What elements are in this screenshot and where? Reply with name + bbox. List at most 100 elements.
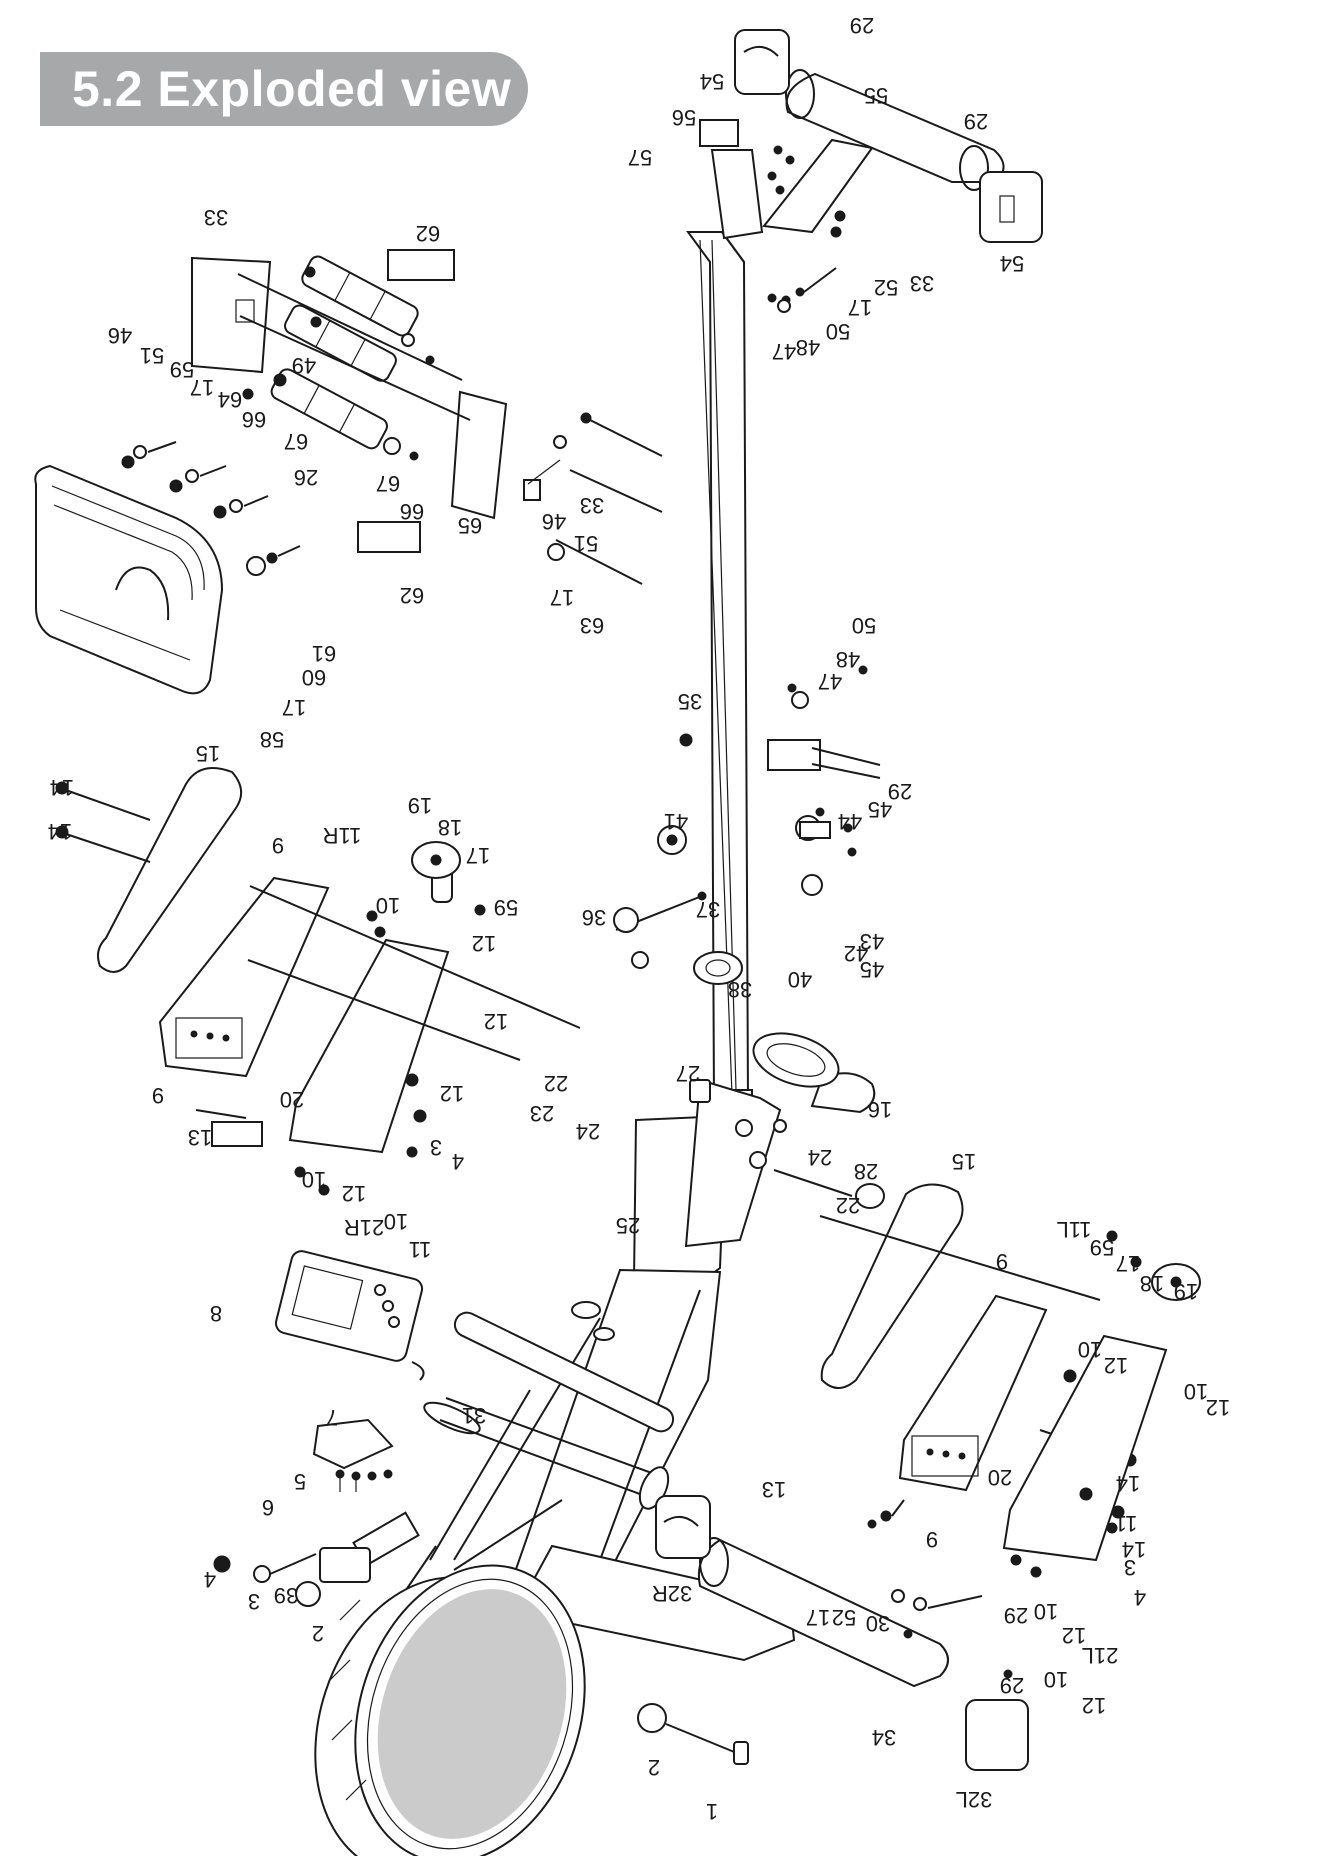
part-callout: 29 [850, 13, 874, 38]
part-callout: 54 [700, 69, 724, 94]
part-callout: 38 [728, 977, 752, 1002]
part-callout: 48 [836, 647, 860, 672]
seat-frame-plate [191, 249, 508, 553]
part-callout: 34 [872, 1725, 896, 1750]
part-callout: 65 [458, 513, 482, 538]
part-callout: 41 [664, 809, 688, 834]
part-callout: 3 [248, 1589, 260, 1614]
part-callout: 33 [910, 271, 934, 296]
part-callout: 11R [323, 823, 362, 848]
part-callout: 66 [242, 407, 266, 432]
part-callout: 18 [438, 815, 462, 840]
part-callout: 67 [284, 429, 308, 454]
part-callout: 3 [1124, 1555, 1136, 1580]
part-callout: 10 [1078, 1337, 1102, 1362]
part-callout: 10 [1034, 1599, 1058, 1624]
seat-hardware [121, 441, 301, 576]
part-callout: 59 [1090, 1235, 1114, 1260]
part-callout: 45 [860, 957, 884, 982]
part-callout: 48 [796, 335, 820, 360]
part-callout: 25 [616, 1213, 640, 1238]
part-callout: 64 [218, 387, 242, 412]
part-callout: 15 [952, 1149, 976, 1174]
part-callout: 36 [582, 905, 606, 930]
flywheel [314, 1564, 586, 1856]
handle-mount [213, 1547, 371, 1607]
part-callout: 39 [274, 1583, 298, 1608]
part-callout: 58 [260, 727, 284, 752]
part-callout: 1 [706, 1799, 718, 1824]
part-callout: 22 [836, 1193, 860, 1218]
part-callout: 9 [996, 1249, 1008, 1274]
part-callout: 42 [844, 941, 868, 966]
part-callout: 35 [678, 689, 702, 714]
part-callout: 10 [302, 1167, 326, 1192]
part-callout: 22 [544, 1071, 568, 1096]
part-callout: 55 [864, 83, 888, 108]
part-callout: 9 [926, 1527, 938, 1552]
part-callout: 20 [988, 1465, 1012, 1490]
part-callout: 7 [326, 1405, 338, 1430]
part-callout: 6 [262, 1495, 274, 1520]
handle-bar [453, 1311, 675, 1433]
part-callout: 57 [628, 145, 652, 170]
part-callout: 17 [848, 295, 872, 320]
part-callout: 46 [542, 509, 566, 534]
section-title: 5.2 Exploded view [72, 61, 512, 117]
part-callout: 66 [400, 499, 424, 524]
left-pedal-assembly [819, 1183, 1201, 1578]
part-callout: 12 [440, 1081, 464, 1106]
part-callout: 60 [302, 665, 326, 690]
part-callout: 14 [1116, 1471, 1140, 1496]
part-callout: 61 [312, 641, 336, 666]
part-callout: 43 [860, 929, 884, 954]
rail-hardware [613, 293, 881, 985]
seat-axles [523, 412, 663, 585]
seat-rollers [237, 255, 471, 461]
part-callout: 20 [280, 1087, 304, 1112]
part-callout: 17 [1116, 1251, 1140, 1276]
part-callout: 4 [1134, 1585, 1146, 1610]
main-frame [352, 1078, 796, 1662]
part-callout: 26 [294, 465, 318, 490]
part-callout: 12 [472, 931, 496, 956]
part-callout: 32R [652, 1581, 692, 1606]
part-callout: 11L [1056, 1217, 1091, 1242]
part-callout: 12 [1082, 1693, 1106, 1718]
part-callout: 29 [1004, 1603, 1028, 1628]
part-callout: 17 [806, 1605, 830, 1630]
part-callout: 46 [108, 323, 132, 348]
part-callout: 21R [344, 1215, 384, 1240]
section-title-badge [40, 52, 528, 126]
part-callout: 16 [868, 1097, 892, 1122]
part-callout: 11 [1115, 1511, 1138, 1536]
part-callout: 24 [576, 1119, 600, 1144]
part-callout: 56 [672, 105, 696, 130]
part-callout: 47 [818, 669, 842, 694]
part-callout: 10 [1044, 1667, 1068, 1692]
part-callout: 14 [1122, 1537, 1146, 1562]
part-callout: 29 [1000, 1673, 1024, 1698]
rear-end-caps [734, 29, 1043, 243]
part-callout: 52 [874, 275, 898, 300]
part-callout: 3 [430, 1135, 442, 1160]
part-callout: 40 [788, 967, 812, 992]
part-callout: 28 [854, 1159, 878, 1184]
front-stabilizer [655, 1495, 1029, 1771]
part-callout: 11 [409, 1237, 432, 1262]
part-callout: 50 [826, 319, 850, 344]
front-axle [637, 1703, 749, 1765]
part-callout: 45 [868, 797, 892, 822]
part-callout: 13 [762, 1477, 786, 1502]
part-callout: 17 [466, 843, 490, 868]
part-callout: 52 [832, 1605, 856, 1630]
part-callout: 50 [852, 613, 876, 638]
part-callout: 12 [1206, 1395, 1230, 1420]
part-callout: 44 [838, 809, 862, 834]
part-callout: 17 [282, 695, 306, 720]
part-callout: 12 [1104, 1353, 1128, 1378]
part-callout: 37 [696, 897, 720, 922]
